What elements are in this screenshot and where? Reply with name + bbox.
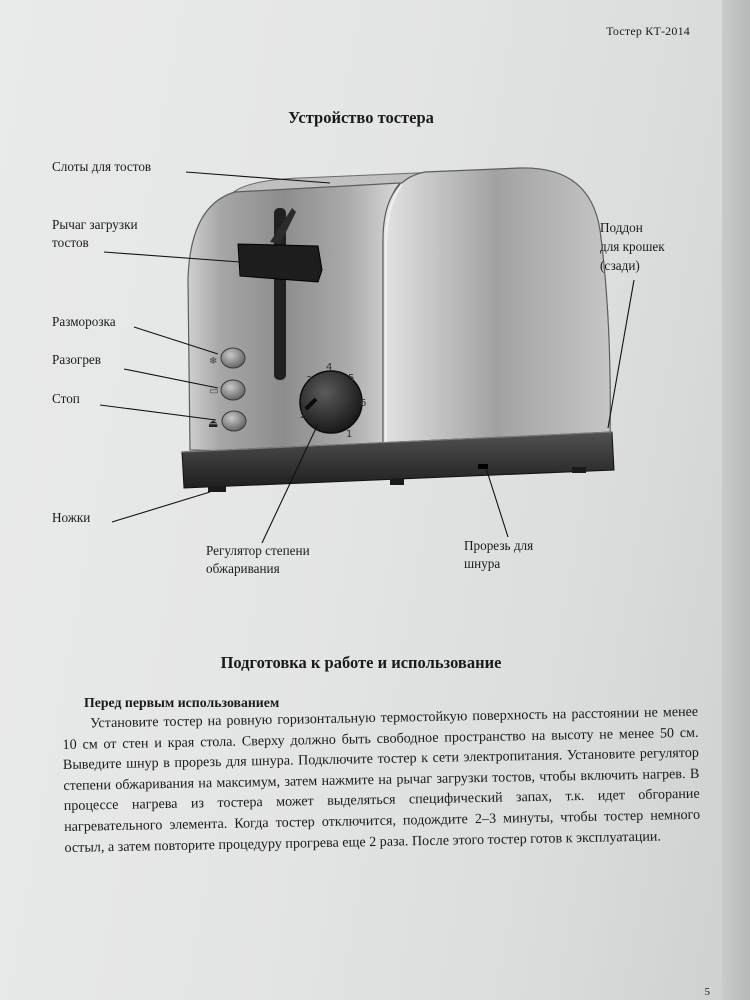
label-tray-line2: для крошек bbox=[600, 239, 665, 254]
label-stop: Стоп bbox=[52, 391, 80, 406]
background-sheet-edge bbox=[722, 0, 750, 1000]
label-defrost: Разморозка bbox=[52, 314, 116, 329]
label-slots: Слоты для тостов bbox=[52, 159, 152, 174]
dial-mark-6: 6 bbox=[360, 398, 366, 409]
label-tray-line3: (сзади) bbox=[600, 258, 640, 273]
section-title-device: Устройство тостера bbox=[288, 108, 434, 127]
manual-page: Тостер КТ-2014 Устройство тостера bbox=[0, 0, 722, 1000]
subsection-title: Перед первым использованием bbox=[84, 695, 280, 710]
label-regulator-line1: Регулятор степени bbox=[206, 543, 310, 558]
toaster-illustration: ❄ ▭ ⏏ 1 2 3 4 5 6 bbox=[99, 167, 635, 544]
dial-mark-1: 1 bbox=[346, 429, 352, 440]
toaster-foot bbox=[390, 479, 404, 485]
dial-mark-5: 5 bbox=[348, 373, 354, 384]
loading-lever bbox=[237, 243, 323, 283]
defrost-icon: ❄ bbox=[209, 356, 217, 367]
stop-icon: ⏏ bbox=[208, 417, 218, 430]
reheat-icon: ▭ bbox=[209, 386, 218, 397]
section-title-preparation: Подготовка к работе и использование bbox=[220, 653, 502, 672]
label-cord-line2: шнура bbox=[464, 556, 501, 571]
label-feet: Ножки bbox=[52, 510, 91, 525]
label-lever-line2: тостов bbox=[52, 235, 89, 250]
dial-mark-3: 3 bbox=[306, 375, 312, 386]
toaster-left-face bbox=[187, 182, 402, 456]
dial-mark-2: 2 bbox=[300, 410, 306, 421]
browning-dial bbox=[299, 370, 363, 434]
reheat-button bbox=[220, 379, 246, 401]
page-number: 5 bbox=[704, 986, 711, 998]
stop-button bbox=[221, 410, 247, 432]
toaster-foot bbox=[572, 467, 586, 473]
dial-mark-4: 4 bbox=[326, 362, 332, 373]
toaster-right-face bbox=[382, 167, 611, 456]
label-reheat: Разогрев bbox=[52, 352, 101, 367]
instruction-paragraph: Установите тостер на ровную горизонтальн… bbox=[62, 703, 701, 856]
cord-slot bbox=[478, 464, 488, 469]
label-tray-line1: Поддон bbox=[600, 220, 643, 235]
label-cord-line1: Прорезь для bbox=[464, 538, 534, 553]
label-lever-line1: Рычаг загрузки bbox=[52, 217, 138, 232]
toaster-foot bbox=[208, 486, 226, 492]
leader-lines bbox=[99, 171, 635, 544]
defrost-button bbox=[220, 347, 246, 369]
page-header-model: Тостер КТ-2014 bbox=[606, 24, 690, 38]
label-regulator-line2: обжаривания bbox=[206, 561, 280, 576]
